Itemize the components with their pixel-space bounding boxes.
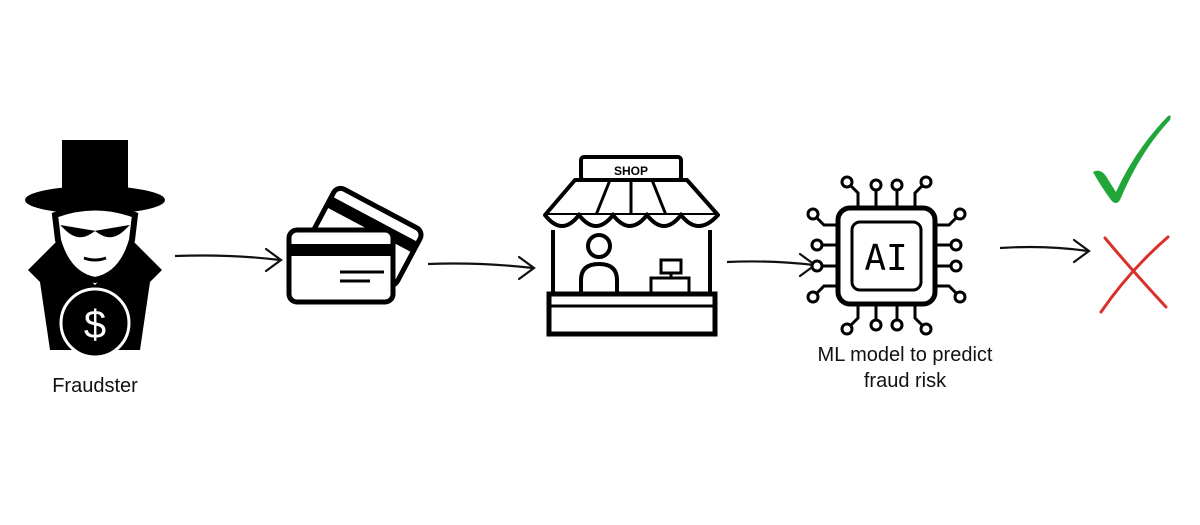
arrow-3	[726, 252, 817, 278]
shop-stall-icon: SHOP	[543, 155, 720, 337]
ai-chip-icon: AI	[806, 175, 967, 336]
arrow-1	[174, 247, 283, 273]
arrow-4	[999, 238, 1091, 264]
dollar-sign: $	[84, 303, 106, 347]
spy-with-dollar-icon: $	[25, 140, 165, 359]
check-icon	[1093, 115, 1171, 203]
arrow-2	[427, 255, 536, 281]
credit-cards-icon	[286, 185, 424, 305]
cross-icon	[1099, 235, 1170, 314]
ml-model-label: ML model to predict fraud risk	[817, 344, 993, 392]
shop-sign-text: SHOP	[614, 164, 648, 178]
chip-text: AI	[864, 238, 907, 279]
fraudster-label: Fraudster	[52, 375, 138, 397]
